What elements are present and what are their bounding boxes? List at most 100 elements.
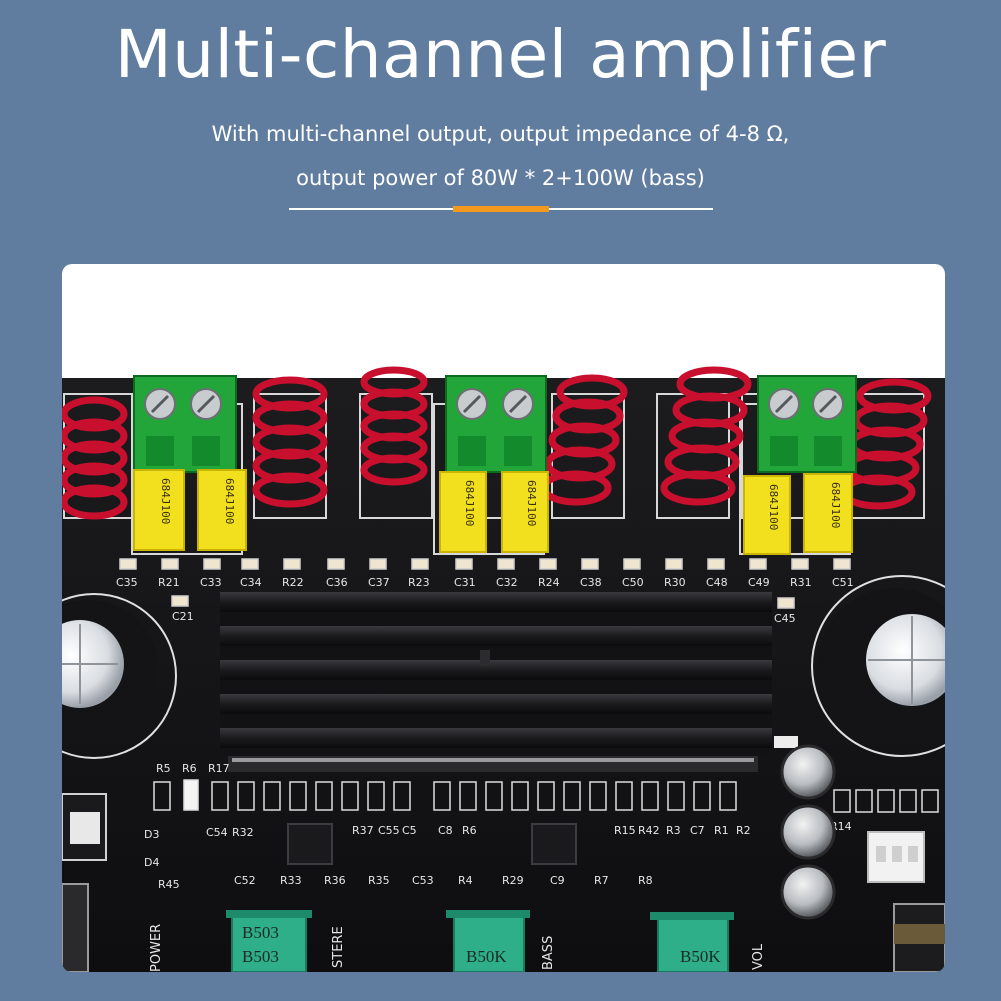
silkscreen-label: C35 [116,576,138,589]
smd-component-row [119,558,851,609]
potentiometer-label: B503 [242,947,279,966]
potentiometer-label: B503 [242,923,279,942]
silkscreen-label: R17 [208,762,230,775]
silkscreen-label: R36 [324,874,346,887]
terminal-block-1 [133,375,237,473]
capacitor-label: 684J100 [829,482,842,528]
tact-switch [893,903,945,972]
silkscreen-label: C51 [832,576,854,589]
inductor-3 [360,366,428,486]
speaker-terminals [133,375,857,473]
capacitor-label: 684J100 [223,478,236,524]
silkscreen-label: C50 [622,576,644,589]
potentiometers: B503 B503 B50K B50K [226,910,734,972]
divider-accent [453,206,549,212]
silkscreen-label: C45 [774,612,796,625]
product-photo: 684J100 684J100 684J100 684J100 684J100 … [62,264,945,972]
potentiometer-label: B50K [466,947,507,966]
silkscreen-label: C55 [378,824,400,837]
silkscreen-label: D4 [144,856,159,869]
electrolytic-capacitor-left [62,593,177,759]
smd-component [774,736,798,748]
film-capacitor: 684J100 [803,473,853,553]
silkscreen-label: R8 [638,874,653,887]
silkscreen-label: C48 [706,576,728,589]
lower-component-area [153,779,939,813]
silkscreen-label: R14 [830,820,852,833]
silkscreen-label: C38 [580,576,602,589]
power-switch [62,793,107,972]
capacitor-label: 684J100 [159,478,172,524]
silkscreen-label: R32 [232,826,254,839]
op-amp-chips [287,823,577,865]
terminal-block-2 [445,375,547,473]
silkscreen-label: R7 [594,874,609,887]
silkscreen-label: C9 [550,874,565,887]
silkscreen-label: R2 [736,824,751,837]
silkscreen-label: R35 [368,874,390,887]
lower-silkscreen-labels: R5 R6 R17 D1 D3 D4 C54 R32 R37 C55 C5 C8… [68,762,852,891]
small-electrolytic-capacitors [780,744,836,920]
inductor-5 [660,366,752,506]
power-label: POWER [149,924,164,972]
chip-pin-strip [228,756,758,772]
silkscreen-label: R5 [156,762,171,775]
silkscreen-label: R31 [790,576,812,589]
silkscreen-label: C33 [200,576,222,589]
silkscreen-label: C32 [496,576,518,589]
silkscreen-label: R30 [664,576,686,589]
potentiometer-volume: B50K [650,912,734,972]
silkscreen-label: R3 [666,824,681,837]
film-capacitor: 684J100 [133,469,185,551]
heatsink [220,592,772,756]
silkscreen-label: C21 [172,610,194,623]
subtitle-line-1: With multi-channel output, output impeda… [211,122,790,146]
silkscreen-label: R45 [158,878,180,891]
inductor-coils [62,366,932,520]
inductor-1 [62,396,128,520]
potentiometer-bass: B50K [446,910,530,972]
silkscreen-label: R22 [282,576,304,589]
silkscreen-label: R33 [280,874,302,887]
page-title: Multi-channel amplifier [114,16,887,93]
silkscreen-label: R37 [352,824,374,837]
silkscreen-label: R29 [502,874,524,887]
silkscreen-label: C34 [240,576,262,589]
silkscreen-label: C53 [412,874,434,887]
function-labels: POWER STERE BASS VOL [149,924,766,972]
bass-label: BASS [541,936,556,970]
inductor-2 [252,376,328,508]
volume-label: VOL [751,943,766,970]
silkscreen-label: R24 [538,576,560,589]
capacitor-label: 684J100 [463,480,476,526]
silkscreen-label: R6 [182,762,197,775]
capacitor-label: 684J100 [767,484,780,530]
film-capacitors: 684J100 684J100 684J100 684J100 684J100 … [133,469,853,555]
amplifier-board-illustration: 684J100 684J100 684J100 684J100 684J100 … [62,366,945,972]
silkscreen-label: R6 [462,824,477,837]
silkscreen-label: C52 [234,874,256,887]
silkscreen-label: R23 [408,576,430,589]
silkscreen-label: R4 [458,874,473,887]
silkscreen-label: C8 [438,824,453,837]
subtitle-line-2: output power of 80W * 2+100W (bass) [296,166,705,190]
silkscreen-label: C37 [368,576,390,589]
white-connector [867,831,925,883]
silkscreen-label: R21 [158,576,180,589]
potentiometer-stereo: B503 B503 [226,910,312,972]
silkscreen-label: R42 [638,824,660,837]
inductor-4 [540,374,628,506]
silkscreen-label: R1 [714,824,729,837]
silkscreen-label: R15 [614,824,636,837]
film-capacitor: 684J100 [197,469,247,551]
silkscreen-label: D3 [144,828,159,841]
stereo-label: STERE [331,926,346,968]
silkscreen-label: C54 [206,826,228,839]
silkscreen-label: C49 [748,576,770,589]
silkscreen-label: C36 [326,576,348,589]
potentiometer-label: B50K [680,947,721,966]
film-capacitor: 684J100 [439,471,487,553]
terminal-block-3 [757,375,857,473]
silkscreen-label: C7 [690,824,705,837]
capacitor-label: 684J100 [525,480,538,526]
